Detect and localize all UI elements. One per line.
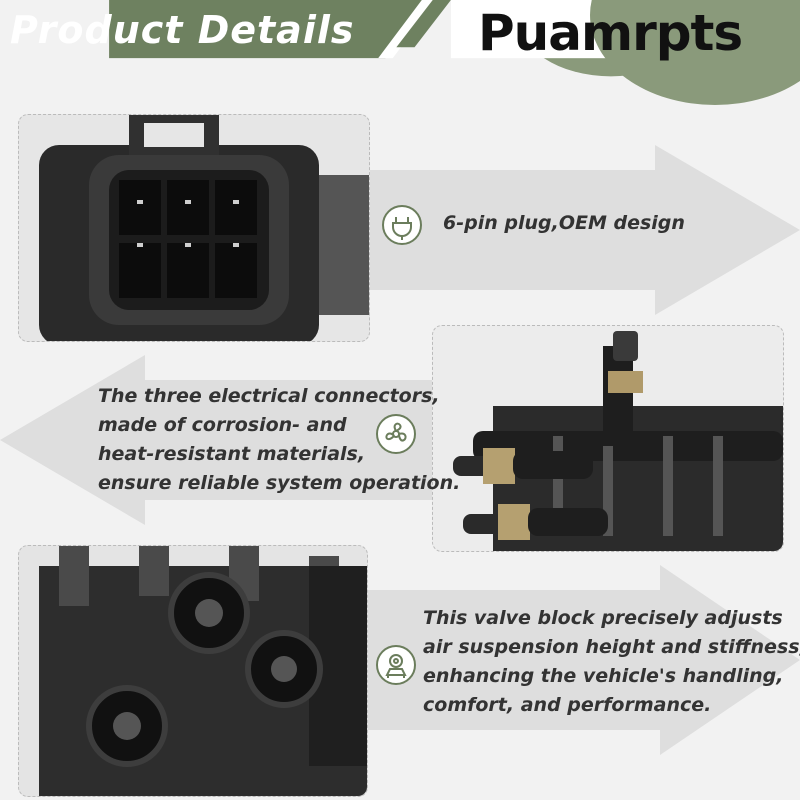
page-title: Product Details bbox=[10, 8, 355, 52]
valve-block-ports-photo bbox=[18, 545, 368, 797]
brand-logo: Puamrpts bbox=[478, 4, 743, 62]
arrow-right-1 bbox=[300, 145, 800, 315]
arrow-right-3 bbox=[320, 565, 800, 755]
connector-text-line: ensure reliable system operation. bbox=[98, 472, 461, 494]
suspension-icon bbox=[376, 645, 416, 685]
connector-text-line: heat-resistant materials, bbox=[98, 443, 366, 465]
valve-text-line: This valve block precisely adjusts bbox=[423, 607, 783, 629]
feature-plug-text: 6-pin plug,OEM design bbox=[443, 212, 685, 234]
valve-text-line: air suspension height and stiffness, bbox=[423, 636, 800, 658]
valve-text-line: enhancing the vehicle's handling, bbox=[423, 665, 784, 687]
connector-text-line: The three electrical connectors, bbox=[98, 385, 440, 407]
plug-icon bbox=[382, 205, 422, 245]
arrow-left-2 bbox=[0, 355, 470, 525]
valve-text-line: comfort, and performance. bbox=[423, 694, 712, 716]
fan-icon bbox=[376, 414, 416, 454]
connector-plug-photo bbox=[18, 114, 370, 342]
valve-block-fittings-photo bbox=[432, 325, 784, 552]
connector-text-line: made of corrosion- and bbox=[98, 414, 347, 436]
